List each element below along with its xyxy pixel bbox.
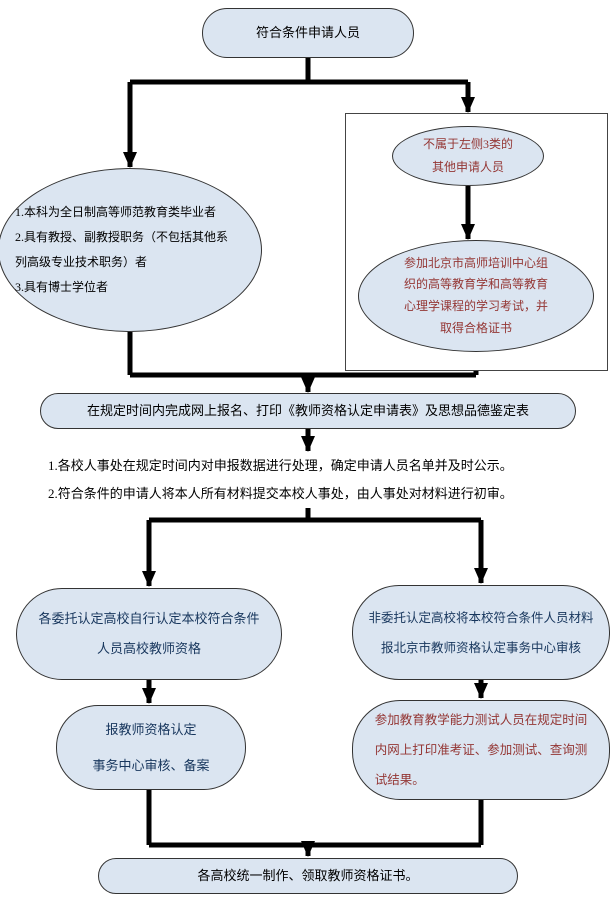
node-other-applicants: 不属于左侧3类的 其他申请人员 [392, 126, 544, 186]
node-direct-qualified-list: 1.本科为全日制高等师范教育类毕业者 2.具有教授、副教授职务（不包括其他系 列… [0, 168, 262, 332]
node-online-registration: 在规定时间内完成网上报名、打印《教师资格认定申请表》及思想品德鉴定表 [40, 393, 576, 429]
node-issue-certificate: 各高校统一制作、领取教师资格证书。 [98, 858, 518, 894]
other-applicants-group-box [345, 113, 608, 371]
node-hr-review: 1.各校人事处在规定时间内对申报数据进行处理，确定申请人员名单并及时公示。 2.… [48, 458, 513, 501]
node-training-exam: 参加北京市高师培训中心组 织的高等教育学和高等教育 心理学课程的学习考试，并 取… [358, 240, 594, 352]
node-eligible-applicants: 符合条件申请人员 [202, 8, 414, 58]
edge-merge-to-final [146, 790, 484, 857]
edge-hr-split [142, 508, 488, 587]
edge-merge-to-register [127, 332, 479, 393]
node-ability-test: 参加教育教学能力测试人员在规定时间 内网上打印准考证、参加测试、查询测 试结果。 [352, 700, 610, 800]
node-non-entrusted-universities: 非委托认定高校将本校符合条件人员材料 报北京市教师资格认定事务中心审核 [352, 585, 610, 680]
edge-start-split [123, 58, 475, 168]
node-entrusted-universities: 各委托认定高校自行认定本校符合条件 人员高校教师资格 [16, 588, 282, 680]
node-report-record: 报教师资格认定 事务中心审核、备案 [56, 705, 246, 790]
